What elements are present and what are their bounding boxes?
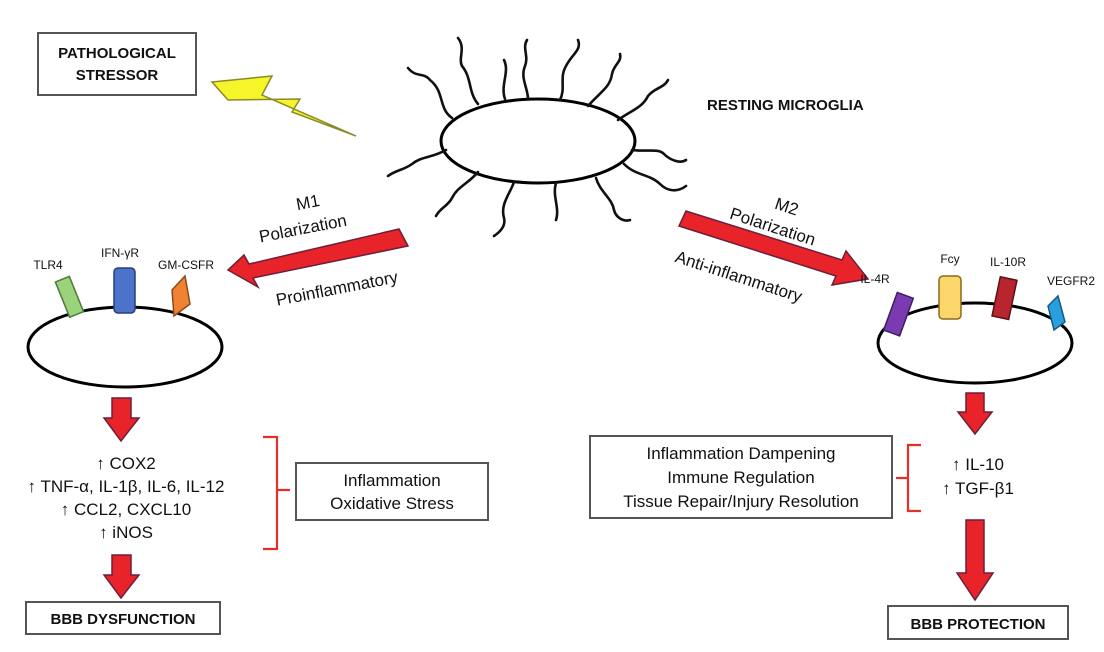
m1-marker: ↑ COX2: [96, 454, 156, 473]
m1-effect: Inflammation: [343, 471, 440, 490]
m1-arrow: [226, 228, 410, 289]
vegfr2-label: VEGFR2: [1047, 274, 1095, 288]
m1-line1: M1: [295, 191, 322, 214]
dendrite: [630, 148, 688, 163]
m1-outcome-box: [25, 601, 221, 635]
m1-marker: ↑ TNF-α, IL-1β, IL-6, IL-12: [28, 477, 225, 496]
dendrite: [622, 162, 688, 192]
dendrite: [558, 38, 581, 102]
m1-effects-box: [295, 462, 489, 521]
tlr4-label: TLR4: [33, 258, 63, 272]
dendrite: [386, 148, 448, 178]
ifn-gr-receptor-icon: [113, 267, 136, 314]
dendrite: [553, 181, 559, 222]
fcy-receptor-icon: [938, 275, 962, 320]
m1-effect: Oxidative Stress: [330, 494, 454, 513]
m2-down-arrow-1: [956, 392, 994, 436]
dendrite: [522, 38, 530, 101]
m2-outcome: BBB PROTECTION: [911, 616, 1046, 633]
m2-brace: [896, 443, 921, 513]
m2-marker: ↑ TGF-β1: [942, 479, 1014, 498]
il10r-label: IL-10R: [990, 255, 1026, 269]
dendrite: [616, 78, 670, 122]
m1-outcome: BBB DYSFUNCTION: [51, 611, 196, 628]
dendrite: [456, 36, 480, 106]
m2-down-arrow-2: [955, 519, 995, 602]
m1-line2: Polarization: [258, 211, 349, 247]
stressor-line1: PATHOLOGICAL: [58, 45, 176, 62]
lightning-bolt-icon: [210, 75, 357, 137]
m1-marker: ↑ CCL2, CXCL10: [61, 500, 191, 519]
m2-line1: M2: [773, 194, 801, 219]
gm-csfr-receptor-icon: [171, 274, 191, 318]
m1-marker: ↑ iNOS: [99, 523, 153, 542]
m2-cell: [876, 301, 1074, 385]
m1-cell: [26, 305, 224, 389]
resting-microglia-label: RESTING MICROGLIA: [707, 97, 864, 114]
m1-down-arrow-2: [102, 554, 141, 600]
resting-microglia-cell: [386, 36, 688, 238]
stressor-box: [37, 32, 197, 96]
dendrite: [594, 176, 632, 222]
gm-csfr-label: GM-CSFR: [158, 258, 214, 272]
il10r-receptor-icon: [991, 275, 1018, 321]
stressor-line2: STRESSOR: [76, 67, 159, 84]
dendrite: [502, 58, 508, 101]
vegfr2-receptor-icon: [1047, 294, 1066, 332]
dendrite: [406, 66, 454, 120]
m1-down-arrow-1: [102, 397, 141, 443]
m2-marker: ↑ IL-10: [952, 455, 1004, 474]
m2-effect: Immune Regulation: [667, 468, 814, 487]
m1-brace: [263, 435, 290, 551]
resting-cell-body: [439, 97, 637, 185]
tlr4-receptor-icon: [54, 275, 85, 319]
dendrite: [586, 52, 622, 108]
m1-subtitle: Proinflammatory: [274, 267, 400, 309]
il4r-receptor-icon: [882, 291, 915, 337]
dendrite: [492, 180, 516, 238]
ifn-gr-label: IFN-γR: [101, 246, 139, 260]
m2-arrow: [677, 210, 870, 286]
m2-effects-box: [589, 435, 893, 519]
m2-effect: Inflammation Dampening: [647, 444, 836, 463]
dendrite: [434, 170, 480, 218]
m2-outcome-box: [887, 605, 1069, 640]
il4r-label: IL-4R: [860, 272, 890, 286]
fcy-label: Fcy: [940, 252, 959, 266]
m2-effect: Tissue Repair/Injury Resolution: [623, 492, 859, 511]
